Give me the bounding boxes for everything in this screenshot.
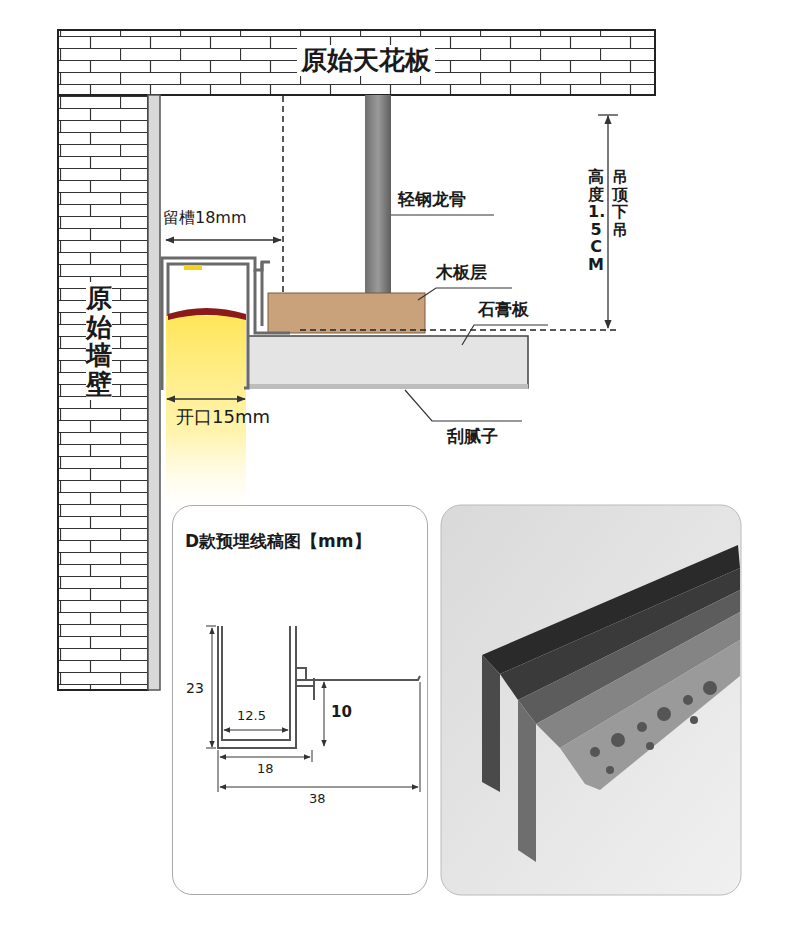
photo-panel [441, 505, 741, 895]
drop-baseline [300, 329, 620, 330]
ceiling-bricks [58, 30, 655, 95]
ceiling-label: 原始天花板 [297, 45, 435, 76]
wall-label: 原始墙壁 [86, 282, 112, 400]
panel-title: D款预埋线稿图【mm】 [185, 530, 415, 553]
part-label: 石膏板 [478, 299, 529, 319]
dimension-number: 38 [309, 791, 326, 807]
drawing-panel: D款预埋线稿图【mm】 [172, 505, 428, 895]
vertical-note: 吊顶下吊 [612, 168, 628, 238]
part-label: 木板层 [436, 262, 487, 282]
dimension-lines [206, 626, 420, 792]
part-label: 轻钢龙骨 [398, 189, 466, 209]
opening-dimension-label: 开口15mm [176, 406, 270, 428]
profile-line-drawing [218, 626, 420, 748]
leader-line [405, 390, 522, 421]
groove-dimension-label: 留槽18mm [163, 208, 247, 227]
drop-dimension [607, 116, 608, 328]
wood-layer [268, 293, 425, 333]
dim-tick [598, 114, 618, 115]
dimension-number: 12.5 [237, 708, 266, 724]
groove-dimension [166, 239, 281, 240]
dimension-number: 18 [257, 761, 274, 777]
putty-layer [248, 384, 528, 389]
diffuser [168, 308, 246, 320]
steel-keel [365, 95, 391, 295]
wall-bricks [58, 95, 148, 690]
vertical-note: 高度1.5CM [588, 168, 604, 274]
opening-dimension [167, 398, 245, 399]
gypsum-board [248, 336, 528, 388]
leader-line [462, 325, 548, 345]
led-chip [184, 265, 202, 270]
part-label: 刮腻子 [447, 426, 498, 446]
wall-plaster [148, 95, 160, 690]
leader-line [418, 288, 512, 300]
leader-line [391, 214, 494, 215]
dimension-number: 23 [186, 680, 204, 697]
profile-photo [482, 545, 740, 862]
led-profile [162, 258, 290, 390]
dimension-number: 10 [331, 703, 352, 721]
